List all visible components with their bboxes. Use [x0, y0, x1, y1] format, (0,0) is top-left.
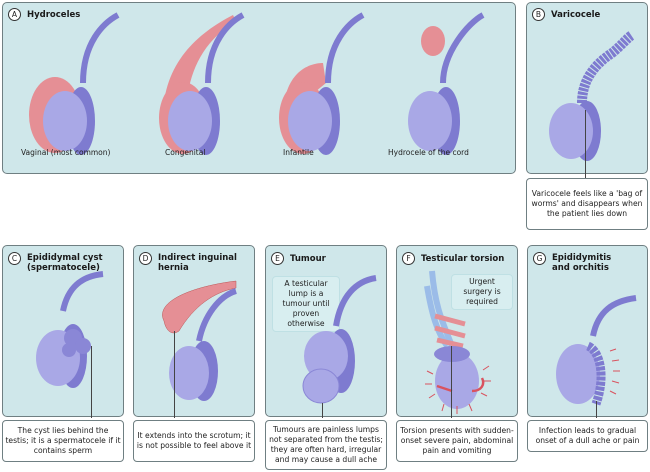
- panel-letter-d: D: [139, 252, 152, 265]
- cord-hydrocele: [408, 12, 485, 155]
- panel-title: Epididymitis and orchitis: [552, 253, 612, 273]
- vaginal-hydrocele: [29, 12, 120, 155]
- panel-title: Varicocele: [551, 10, 601, 20]
- caption-c: The cyst lies behind the testis; it is a…: [2, 420, 124, 462]
- panel-title: Indirect inguinal hernia: [158, 253, 237, 273]
- callout-line: [174, 331, 175, 418]
- panel-title: Tumour: [290, 254, 326, 264]
- callout-line: [451, 346, 452, 418]
- hydrocele-illustrations: [29, 12, 485, 155]
- caption-g: Infection leads to gradual onset of a du…: [527, 420, 648, 452]
- panel-f-torsion: F Testicular torsion Urgent surgery is r…: [396, 245, 518, 418]
- panel-letter-f: F: [402, 252, 415, 265]
- cyst-illustration: [36, 271, 104, 388]
- panel-g-epididymitis: G Epididymitis and orchitis: [527, 245, 648, 418]
- epididymitis-illustration: [556, 295, 637, 406]
- panel-a-hydroceles: A Hydroceles Vaginal (mo: [2, 2, 516, 174]
- infantile-hydrocele: [279, 12, 365, 155]
- caption-f: Torsion presents with sudden-onset sever…: [396, 420, 518, 462]
- panel-c-epididymal-cyst: C Epididymal cyst (spermatocele): [2, 245, 124, 418]
- tumour-note: A testicular lump is a tumour until prov…: [272, 276, 340, 332]
- callout-line: [322, 403, 323, 418]
- torsion-note: Urgent surgery is required: [451, 274, 513, 310]
- callout-line: [91, 346, 92, 418]
- label-vaginal: Vaginal (most common): [21, 148, 111, 157]
- panel-e-tumour: E Tumour A testicular lump is a tumour u…: [265, 245, 387, 418]
- pain-lines: [425, 365, 491, 414]
- panel-letter-c: C: [8, 252, 21, 265]
- panel-letter-b: B: [532, 8, 545, 21]
- label-infantile: Infantile: [283, 148, 314, 157]
- panel-title: Testicular torsion: [421, 254, 505, 264]
- congenital-hydrocele: [159, 12, 245, 155]
- label-congenital: Congenital: [165, 148, 206, 157]
- panel-letter-g: G: [533, 252, 546, 265]
- panel-title: Epididymal cyst (spermatocele): [27, 253, 103, 273]
- varicocele-illustration: [549, 30, 635, 161]
- hernia-illustration: [162, 280, 238, 401]
- callout-line: [585, 110, 586, 178]
- torsion-illustration: [424, 270, 491, 414]
- panel-d-hernia: D Indirect inguinal hernia: [133, 245, 255, 418]
- caption-b: Varicocele feels like a 'bag of worms' a…: [526, 178, 648, 230]
- panel-letter-a: A: [8, 8, 21, 21]
- panel-letter-e: E: [271, 252, 284, 265]
- tumour-illustration: [302, 275, 377, 404]
- label-cord: Hydrocele of the cord: [388, 148, 469, 157]
- panel-b-varicocele: B Varicocele: [526, 2, 648, 174]
- panel-title: Hydroceles: [27, 10, 81, 20]
- caption-d: It extends into the scrotum; it is not p…: [133, 420, 255, 462]
- caption-e: Tumours are painless lumps not separated…: [265, 420, 387, 470]
- callout-line: [596, 401, 597, 418]
